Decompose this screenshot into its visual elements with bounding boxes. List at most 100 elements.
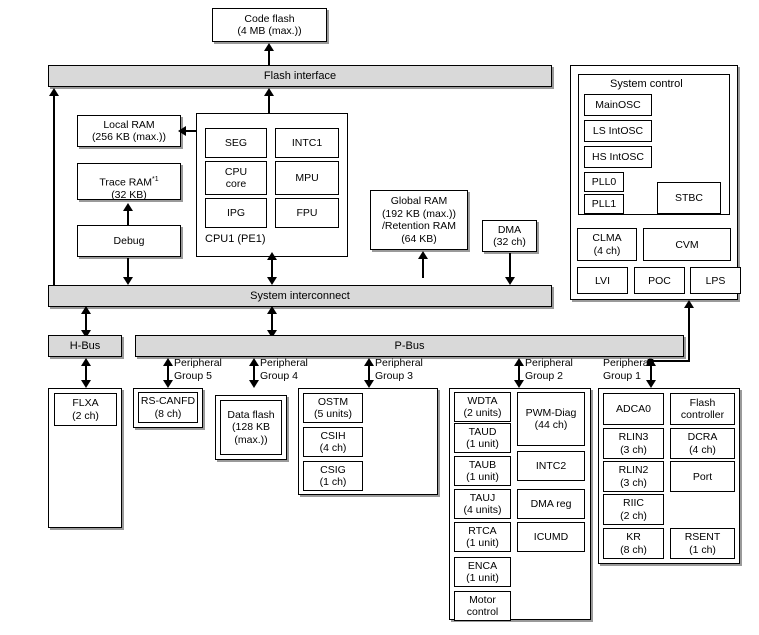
arrowhead-interconnect-debug [123, 277, 133, 285]
sysctl-osc-label: HS IntOSC [592, 151, 644, 163]
block-tauj: TAUJ (4 units) [454, 489, 511, 519]
peripheral-label: RLIN2 (3 ch) [618, 464, 649, 489]
block-mainosc: MainOSC [584, 94, 652, 116]
block-port: Port [670, 461, 735, 492]
peripheral-label: ENCA (1 unit) [466, 559, 499, 585]
system-control-title: System control [610, 78, 683, 90]
block-dcra: DCRA (4 ch) [670, 428, 735, 459]
connector-sysctl-vertical [688, 308, 690, 361]
bus-h-bus: H-Bus [48, 335, 122, 357]
peripheral-label: RS-CANFD (8 ch) [140, 395, 196, 420]
connector-pbus-to-group5 [167, 364, 169, 382]
block-dma-reg: DMA reg [517, 489, 585, 519]
connector-pbus-to-group4 [253, 364, 255, 382]
arrowhead-group1-down [646, 380, 656, 388]
peripheral-label: CSIG (1 ch) [319, 463, 347, 489]
arrowhead-hbus-down [81, 330, 91, 338]
block-trace-ram: Trace RAM*1 (32 KB) [77, 162, 181, 201]
peripheral-label: ADCA0 [615, 403, 651, 415]
peripheral-label: KR (8 ch) [620, 531, 647, 556]
block-rtca: RTCA (1 unit) [454, 522, 511, 552]
connector-dma-to-interconnect [509, 253, 511, 279]
sysctl-osc-label: MainOSC [595, 99, 641, 111]
block-debug: Debug [77, 225, 181, 257]
arrowhead-group5-down [163, 380, 173, 388]
cpu-sub-block-cpu-core: CPU core [205, 161, 267, 195]
block-flxa: FLXA (2 ch) [54, 393, 117, 426]
connector-cpu1-to-flashif [268, 95, 270, 113]
bus-system-interconnect: System interconnect [48, 285, 552, 307]
arrowhead-flashif-cpu [264, 88, 274, 96]
block-stbc: STBC [657, 182, 721, 214]
block-pll0: PLL0 [584, 172, 624, 192]
peripheral-label: DCRA (4 ch) [687, 431, 718, 456]
cpu-sub-block-mpu: MPU [275, 161, 339, 195]
bus-p-bus: P-Bus [135, 335, 684, 357]
block-taud: TAUD (1 unit) [454, 423, 511, 453]
bus-p-bus-label: P-Bus [394, 340, 425, 352]
block-code-flash: Code flash (4 MB (max.)) [212, 8, 327, 42]
peripheral-label: Flash controller [680, 396, 725, 422]
block-cvm: CVM [643, 228, 731, 261]
connector-pbus-to-group2 [518, 364, 520, 382]
block-clma: CLMA (4 ch) [577, 228, 637, 261]
block-kr: KR (8 ch) [603, 528, 664, 559]
block-ls-intosc: LS IntOSC [584, 120, 652, 142]
connector-debug-to-interconnect [127, 258, 129, 279]
block-taub: TAUB (1 unit) [454, 456, 511, 486]
arrowhead-pbus-up [267, 306, 277, 314]
arrowhead-cpu1-up [267, 252, 277, 260]
arrowhead-localram [178, 126, 186, 136]
connector-hbus-to-flxa [85, 364, 87, 382]
block-riic: RIIC (2 ch) [603, 494, 664, 525]
peripheral-label: Motor control [466, 593, 499, 619]
cpu-sub-label: CPU core [224, 165, 248, 191]
peripheral-label: FLXA (2 ch) [72, 397, 99, 422]
arrowhead-interconnect-cpu1 [267, 277, 277, 285]
block-poc: POC [634, 267, 685, 294]
peripheral-label: CSIH (4 ch) [319, 429, 347, 455]
cpu-sub-block-intc1: INTC1 [275, 128, 339, 158]
arrowhead-hbus-up [81, 306, 91, 314]
block-ostm: OSTM (5 units) [303, 393, 363, 423]
sysctl-supply-label: POC [648, 274, 671, 287]
arrowhead-flashif-left [49, 88, 59, 96]
peripheral-group-2-label: Peripheral Group 2 [525, 357, 573, 382]
arrowhead-hbus-flxa-up [81, 358, 91, 366]
connector-interconnect-to-globalram [422, 258, 424, 278]
bus-h-bus-label: H-Bus [69, 340, 101, 352]
connector-interconnect-to-hbus [85, 312, 87, 334]
arrowhead-group3-down [364, 380, 374, 388]
connector-sysctl-horizontal [650, 360, 690, 362]
peripheral-group-4-label: Peripheral Group 4 [260, 357, 308, 382]
arrowhead-group2-down [514, 380, 524, 388]
trace-ram-footnote-marker: *1 [152, 176, 159, 183]
block-data-flash: Data flash (128 KB (max.)) [220, 400, 282, 455]
trace-ram-size: (32 KB) [111, 189, 147, 201]
arrowhead-globalram [418, 251, 428, 259]
bus-flash-interface-label: Flash interface [263, 70, 337, 82]
block-dma: DMA (32 ch) [482, 220, 537, 252]
block-rs-canfd: RS-CANFD (8 ch) [138, 392, 198, 423]
peripheral-label: RLIN3 (3 ch) [618, 431, 649, 456]
connector-interconnect-to-flashif-left [53, 96, 55, 286]
block-lvi: LVI [577, 267, 628, 294]
sysctl-osc-label: PLL0 [591, 176, 617, 188]
arrowhead-traceram [123, 203, 133, 211]
cpu-sub-block-ipg: IPG [205, 198, 267, 228]
peripheral-label: INTC2 [535, 460, 567, 472]
peripheral-label: RIIC (2 ch) [620, 497, 647, 522]
block-global-ram: Global RAM (192 KB (max.)) /Retention RA… [370, 190, 468, 250]
trace-ram-title-line: Trace RAM*1 [99, 162, 158, 190]
arrowhead-group2-up [514, 358, 524, 366]
cpu-sub-label: FPU [296, 207, 318, 219]
bus-system-interconnect-label: System interconnect [250, 290, 350, 302]
block-motor-control: Motor control [454, 591, 511, 621]
block-pwm-diag: PWM-Diag (44 ch) [517, 392, 585, 446]
arrowhead-group4-up [249, 358, 259, 366]
sysctl-monitor-label: CVM [675, 238, 699, 251]
sysctl-supply-label: LVI [595, 274, 610, 287]
peripheral-label: WDTA (2 units) [463, 394, 502, 420]
peripheral-label: RSENT (1 ch) [684, 531, 721, 556]
